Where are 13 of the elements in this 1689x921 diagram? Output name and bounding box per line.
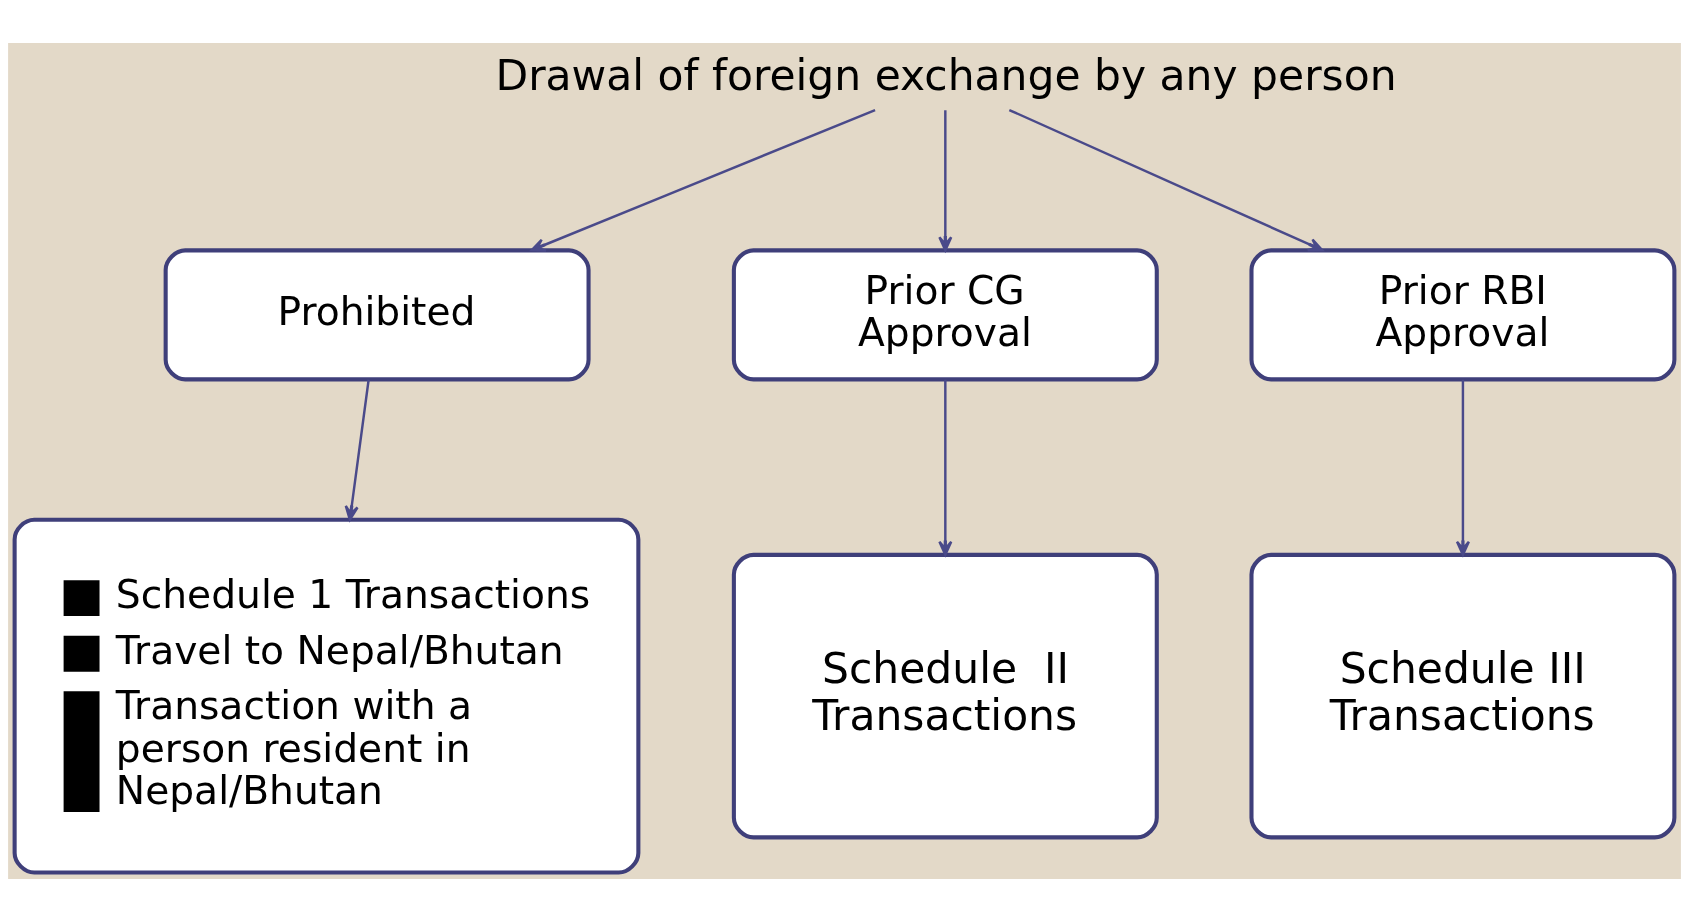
node-box: Prior CG Approval bbox=[731, 247, 1159, 381]
arrow bbox=[1455, 379, 1471, 556]
node-box: Schedule 1 Transactions Travel to Nepal/Bhutan Transaction with a person resident in Nepal/Bhutan bbox=[12, 517, 641, 874]
node-box: Schedule III Transactions bbox=[1249, 552, 1677, 839]
node-box: Prohibited bbox=[163, 247, 591, 381]
arrow bbox=[938, 379, 953, 556]
arrow bbox=[530, 108, 876, 252]
node-text: Drawal of foreign exchange by any person bbox=[495, 50, 1397, 100]
node-box: Prior RBI Approval bbox=[1249, 247, 1677, 381]
node-box: Schedule II Transactions bbox=[731, 552, 1159, 839]
arrow bbox=[1008, 108, 1324, 251]
arrow bbox=[344, 379, 370, 521]
arrow bbox=[938, 109, 953, 251]
